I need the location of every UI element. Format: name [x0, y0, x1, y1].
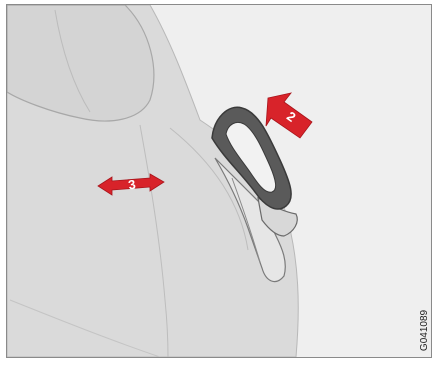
- figure-code: G041089: [417, 300, 433, 360]
- figure-code-text: G041089: [420, 309, 431, 350]
